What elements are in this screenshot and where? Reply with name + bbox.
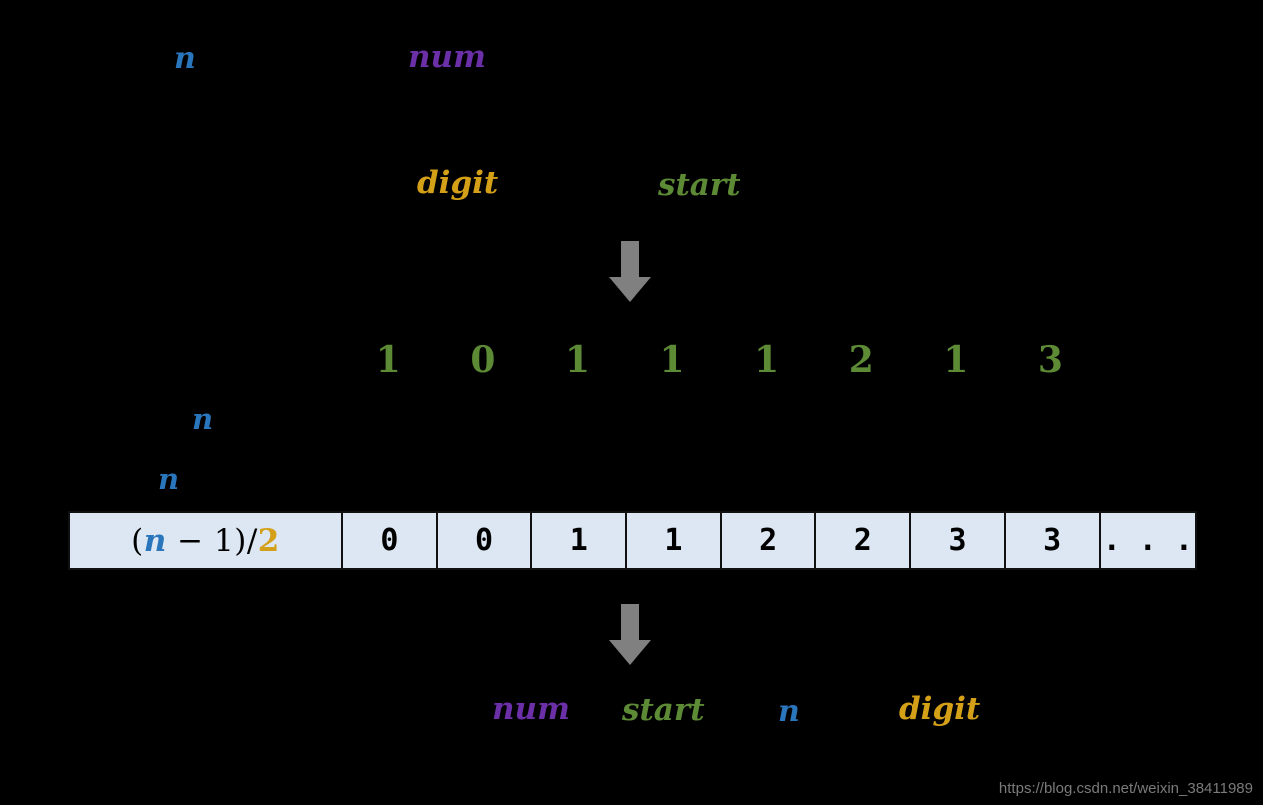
table-cell: 2 [721, 513, 817, 568]
formula-minus-one: − 1)/ [166, 522, 258, 559]
formula-var-n: n [143, 522, 167, 559]
down-arrow-icon-bottom [608, 604, 652, 666]
formula-n-minus-1-over-2: (n − 1)/2 [131, 523, 280, 559]
formula-divisor-2: 2 [257, 522, 280, 559]
digit-cell: 1 [375, 339, 401, 381]
table-cell: 0 [343, 513, 438, 568]
label-start-top: start [658, 167, 741, 203]
table-cell: 1 [532, 513, 628, 568]
label-n-bottom: n [778, 694, 800, 729]
label-digit-bottom: digit [899, 691, 981, 727]
formula-open-paren: ( [131, 522, 144, 559]
table-cell: 3 [1005, 513, 1101, 568]
table-cell: 3 [911, 513, 1006, 568]
label-start-bottom: start [622, 692, 705, 728]
digit-sequence-row: 1 0 1 1 1 2 1 3 [341, 334, 1193, 386]
digit-cell: 1 [659, 339, 685, 381]
label-n-top: n [174, 41, 196, 76]
digit-cell: 1 [943, 339, 969, 381]
digit-cell: 3 [1037, 339, 1063, 381]
down-arrow-icon-top [608, 241, 652, 303]
label-n-mid: n [192, 402, 214, 436]
label-digit-top: digit [417, 165, 499, 201]
table-cell-formula: (n − 1)/2 [70, 513, 343, 568]
digit-cell: 1 [754, 339, 780, 381]
table-cell: 1 [627, 513, 722, 568]
table-cell: 2 [816, 513, 912, 568]
index-table: (n − 1)/2 0 0 1 1 2 2 3 3 . . . [68, 511, 1198, 570]
label-num-bottom: num [492, 691, 570, 727]
label-num-top: num [408, 39, 486, 75]
label-n-low: n [158, 462, 180, 496]
table-cell: 0 [437, 513, 533, 568]
digit-cell: 1 [564, 339, 591, 381]
table-cell-ellipsis: . . . [1100, 513, 1196, 568]
watermark-url: https://blog.csdn.net/weixin_38411989 [998, 780, 1253, 797]
digit-cell: 0 [470, 339, 496, 381]
digit-cell: 2 [848, 339, 874, 381]
